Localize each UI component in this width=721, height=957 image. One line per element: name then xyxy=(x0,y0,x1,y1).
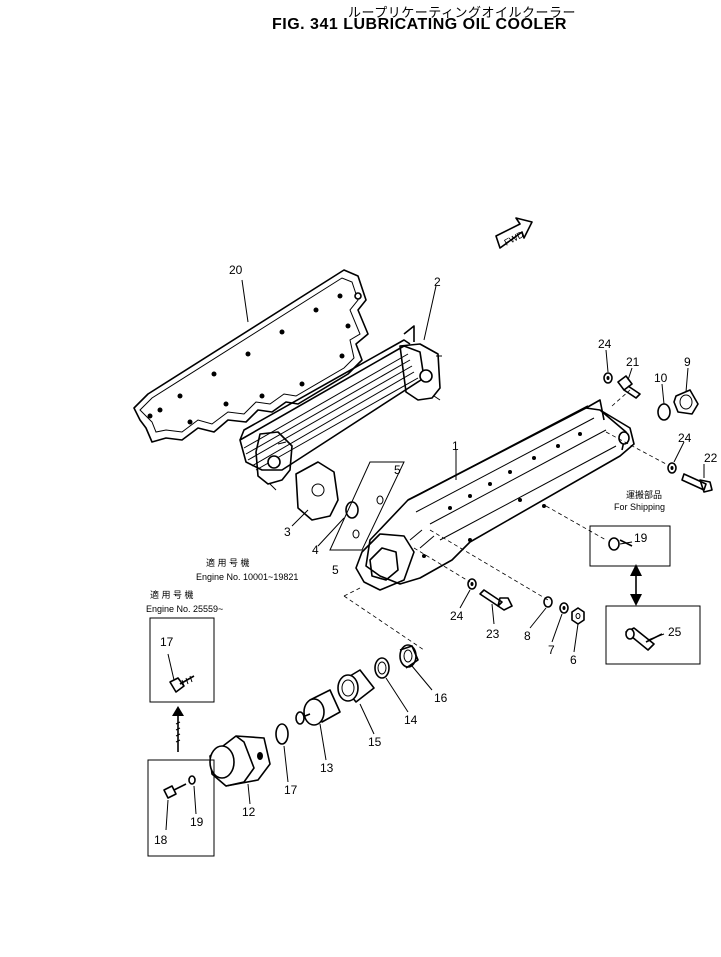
part-17-18-lower-box xyxy=(147,759,215,857)
sleeve-part-14 xyxy=(337,669,375,703)
japanese-title: ループリケーティングオイルクーラー xyxy=(348,6,576,21)
shipping-box-part-19 xyxy=(589,525,671,567)
callout-13: 14 xyxy=(404,713,418,727)
callout-25: 25 xyxy=(668,625,682,639)
callout-21: 21 xyxy=(626,355,640,369)
callout-16: 17 xyxy=(284,783,298,797)
callout-2: 2 xyxy=(434,275,441,289)
engine-range-note-1: Engine No. 10001~19821 xyxy=(196,572,298,582)
applicable-note-jp-2: 適 用 号 機 xyxy=(150,589,194,600)
bolt-part-23 xyxy=(479,589,513,611)
cooler-case-part-1 xyxy=(355,399,635,591)
part-5-box xyxy=(329,461,405,551)
plug-part-9 xyxy=(673,389,699,415)
washer-part-24-c xyxy=(467,578,477,590)
ring-part-13 xyxy=(374,657,390,679)
callout-1: 1 xyxy=(452,439,459,453)
engine-range-note-2: Engine No. 25559~ xyxy=(146,604,223,614)
gasket-part-20 xyxy=(133,269,369,443)
callout-12: 13 xyxy=(320,761,334,775)
callout-6: 6 xyxy=(570,653,577,667)
callout-11: 12 xyxy=(242,805,256,819)
o-ring-part-16 xyxy=(275,723,289,745)
washer-part-24-b xyxy=(667,462,677,474)
applicable-note-jp-1: 適 用 号 機 xyxy=(206,557,250,568)
callout-17-b: 18 xyxy=(154,833,168,847)
shipping-note-jp: 運搬部品 xyxy=(626,489,662,500)
part-25-box xyxy=(605,605,701,665)
bolt-part-21 xyxy=(617,375,641,399)
washer-part-24-a xyxy=(603,372,613,384)
washer-part-8 xyxy=(543,596,553,608)
housing-part-11 xyxy=(209,735,271,787)
fwd-arrow-icon: FWD xyxy=(495,217,533,249)
callout-3: 3 xyxy=(284,525,291,539)
callout-10: 10 xyxy=(654,371,668,385)
callout-5-a: 5 xyxy=(394,463,401,477)
callout-15: 16 xyxy=(434,691,448,705)
callout-19: 19 xyxy=(634,531,648,545)
callout-17-a: 17 xyxy=(160,635,174,649)
callout-23: 23 xyxy=(486,627,500,641)
callout-7: 7 xyxy=(548,643,555,657)
callout-24-b: 24 xyxy=(678,431,692,445)
figure-title: FIG. 341 LUBRICATING OIL COOLER xyxy=(272,16,567,33)
cooler-core-part-2 xyxy=(239,325,442,491)
callout-8: 8 xyxy=(524,629,531,643)
gasket-part-3 xyxy=(295,461,339,521)
ring-part-15 xyxy=(399,644,419,669)
double-arrow-icon xyxy=(630,564,642,606)
callout-22: 22 xyxy=(704,451,718,465)
callout-20: 20 xyxy=(229,263,243,277)
shipping-note-en: For Shipping xyxy=(614,502,665,512)
part-17-upper-box xyxy=(149,617,215,703)
bolt-part-22 xyxy=(681,473,713,493)
nut-part-6 xyxy=(571,607,585,625)
o-ring-part-10 xyxy=(657,403,671,421)
callout-14: 15 xyxy=(368,735,382,749)
callout-24-c: 24 xyxy=(450,609,464,623)
callout-18: 19 xyxy=(190,815,204,829)
up-arrow-icon xyxy=(172,706,184,752)
callout-4: 4 xyxy=(312,543,319,557)
thermostat-part-12 xyxy=(295,689,341,726)
washer-part-7 xyxy=(559,602,569,614)
callout-5-b: 5 xyxy=(332,563,339,577)
callout-24-a: 24 xyxy=(598,337,612,351)
callout-9: 9 xyxy=(684,355,691,369)
